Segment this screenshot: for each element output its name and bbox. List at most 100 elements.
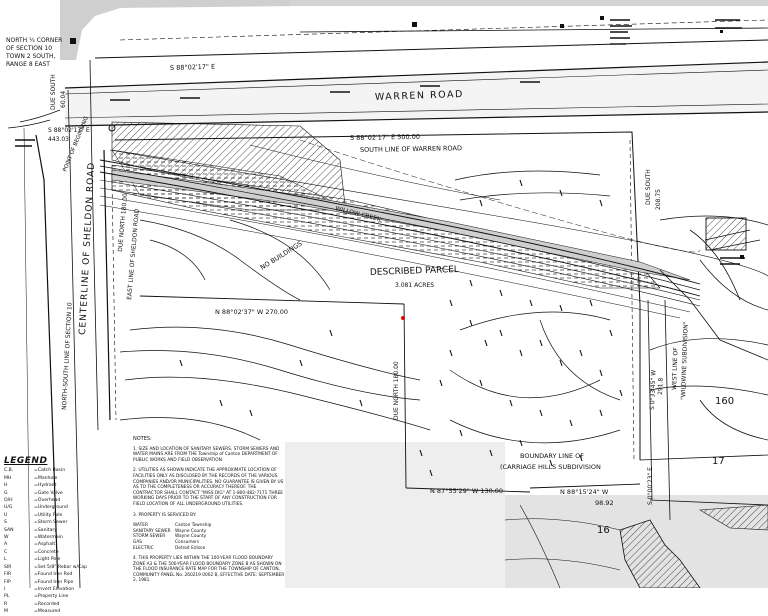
dist-208-label: 208.75 <box>655 189 662 210</box>
warren-road-label: WARREN ROAD <box>375 89 464 103</box>
legend-abbr: C.B. <box>4 468 14 474</box>
legend-desc: Measured <box>37 609 61 615</box>
dist-443-label: 443.03 <box>48 136 69 143</box>
due-north-left-label: DUE NORTH 180.00 <box>117 193 129 252</box>
creek-band-dark <box>111 169 691 281</box>
legend-desc: Watermain <box>37 535 63 541</box>
legend-desc: Asphalt <box>37 542 56 548</box>
parcel-boundary <box>529 483 641 489</box>
north-corner-line: TOWN 2 SOUTH, <box>5 53 56 60</box>
carriage-hills-label: (CARRIAGE HILLS SUBDIVISION <box>500 463 601 471</box>
nsl-section-label: NORTH-SOUTH LINE OF SECTION 10 <box>61 302 74 410</box>
legend-item: SIR= Set 5/8" Rebar w/Cap <box>4 564 122 571</box>
legend-abbr: S <box>4 520 7 526</box>
bearing-right-vert-label: S 0°33'45" W <box>649 370 657 410</box>
warren-road-line <box>64 61 768 89</box>
legend-abbr: SIR <box>4 564 12 570</box>
bearing-small-label: S 0°00'23" E <box>647 467 654 505</box>
legend-item: MH = Manhole <box>4 475 122 482</box>
north-corner-label: NORTH ¼ CORNER OF SECTION 10 TOWN 2 SOUT… <box>5 37 62 68</box>
due-north-mid-label: DUE NORTH 180.00 <box>393 361 400 420</box>
parcel-boundary <box>139 295 405 305</box>
legend-abbr: O/H <box>4 498 13 504</box>
sheldon-road-curve <box>7 119 51 129</box>
warren-road-line <box>119 19 768 41</box>
legend-item: H= Hydrant <box>4 482 122 489</box>
sheldon-road-line <box>103 149 111 421</box>
legend-equals: = <box>34 468 38 474</box>
legend-item: FIR= Found Iron Rod <box>4 571 122 578</box>
legend-item: C= Concrete <box>4 549 122 556</box>
legend-abbr: G <box>4 490 8 496</box>
legend-item: C.B.= Catch Basin <box>4 467 122 474</box>
service-provider: Detroit Edison <box>175 545 206 551</box>
service-type: SANITARY SEWER <box>133 528 171 534</box>
property-corner-marker <box>401 316 405 320</box>
legend-item: M= Measured <box>4 608 122 615</box>
bottom-contours <box>504 504 621 588</box>
sheldon-road-curve <box>19 109 61 123</box>
legend-item: L= Light Pole <box>4 556 122 563</box>
dist-60-label: 60.04 <box>60 91 67 108</box>
west-line-sub-label: WEST LINE OF <box>671 347 680 390</box>
legend-desc: Light Pole <box>37 557 61 563</box>
warren-road-band <box>65 62 768 126</box>
boundary-line-label: BOUNDARY LINE OF <box>520 452 584 460</box>
due-south-right-label: DUE SOUTH <box>645 169 652 205</box>
legend-abbr: U/G <box>4 505 13 511</box>
legend-abbr: W <box>4 535 9 541</box>
legend-item: S= Storm Sewer <box>4 519 122 526</box>
utility-symbols <box>70 16 744 259</box>
note-2: 2. UTILITIES AS SHOWN INDICATE THE APPRO… <box>133 468 284 507</box>
building-hatch <box>706 218 746 250</box>
parcel-boundary <box>405 487 531 493</box>
acres-label: 3.081 ACRES <box>395 282 434 289</box>
warren-road-line <box>64 103 768 119</box>
due-south-left-label: DUE SOUTH <box>50 74 57 110</box>
legend-desc: Found Iron Rod <box>37 572 73 578</box>
bearing-130-label: N 87°55'29" W 130.00 <box>430 487 503 495</box>
bearing-top-label: S 88°02'17" E <box>170 63 215 72</box>
legend-equals: = <box>34 527 38 533</box>
parcel-boundary-dashed <box>111 179 117 421</box>
legend-desc: Manhole <box>37 475 58 481</box>
legend-item: I= Invert Elevation <box>4 586 122 593</box>
legend-title: LEGEND <box>4 456 48 466</box>
legend-abbr: MH <box>4 475 12 481</box>
legend-abbr: M <box>4 609 8 615</box>
legend-desc: Gate Valve <box>37 490 63 496</box>
legend-equals: = <box>34 475 38 481</box>
note-4: 4. THIS PROPERTY LIES WITHIN THE 100-YEA… <box>133 556 285 584</box>
legend-abbr: R <box>4 601 8 607</box>
legend-equals: = <box>34 542 38 548</box>
parcel-boundary <box>403 303 407 489</box>
legend-desc: Hydrant <box>37 483 57 489</box>
legend-abbr: L <box>4 557 7 563</box>
legend-abbr: C <box>4 549 8 555</box>
parcel-boundary <box>114 131 641 460</box>
tiny-labels <box>15 19 745 265</box>
legend-item: A= Asphalt <box>4 541 122 548</box>
survey-drawing: NORTH ¼ CORNER OF SECTION 10 TOWN 2 SOUT… <box>4 0 768 614</box>
warren-road-line <box>64 69 768 95</box>
legend-equals: = <box>34 535 38 541</box>
legend-desc: Found Iron Pipe <box>37 579 74 585</box>
legend-item: U= Utility Pole <box>4 512 122 519</box>
legend-item: O/H= Overhead <box>4 497 122 504</box>
bearing-98-label: N 88°15'24" W <box>560 488 609 496</box>
legend-abbr: SAN <box>4 527 14 533</box>
legend-equals: = <box>34 579 38 585</box>
north-corner-line: RANGE 8 EAST <box>6 61 50 68</box>
dist-right-vert-label: 291.8 <box>657 377 665 395</box>
legend-item: SAN= Sanitary <box>4 527 122 534</box>
topo-contours <box>119 170 768 444</box>
east-line-sheldon-label: EAST LINE OF SHELDON ROAD <box>126 208 141 300</box>
parcel-boundary-dashed <box>629 139 635 461</box>
lot16-hatch <box>619 519 701 588</box>
described-parcel-label: DESCRIBED PARCEL <box>370 265 459 278</box>
